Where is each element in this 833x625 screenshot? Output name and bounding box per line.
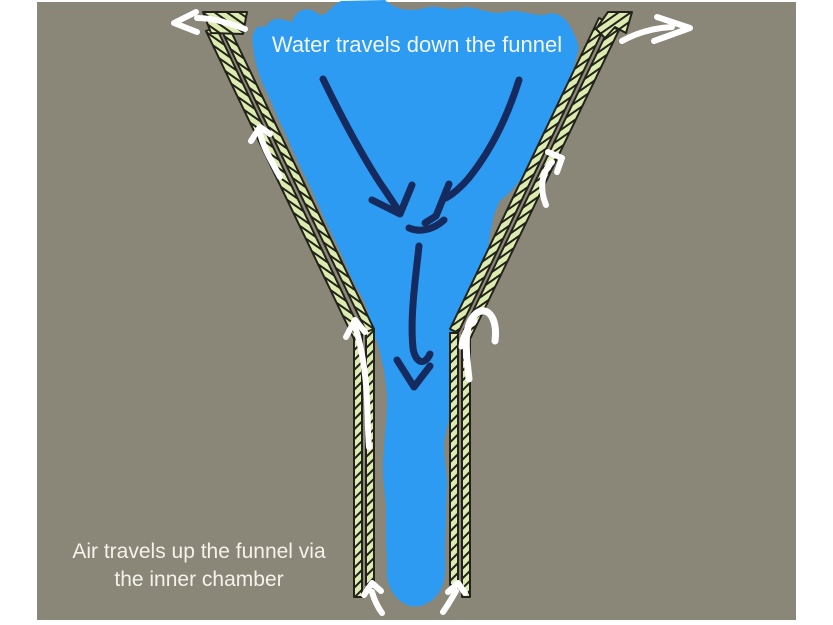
- air-arrow-bottom-right-tail: [440, 588, 459, 615]
- air-arrow-right-wall-head: [545, 149, 565, 175]
- air-arrow-top-left-tail: [194, 15, 248, 32]
- air-flow-arrows: [171, 9, 693, 616]
- air-arrow-left-junction-tail: [352, 324, 372, 450]
- water-arrow-center-head: [393, 356, 434, 391]
- air-arrow-bottom-left-head: [361, 580, 384, 598]
- water-flow-arrows: [319, 75, 523, 391]
- air-arrow-left-wall-tail: [257, 130, 283, 180]
- water-arrow-center-stem: [408, 242, 434, 365]
- right-rim-hook: [595, 11, 633, 39]
- air-arrow-top-right-tail: [619, 24, 675, 44]
- air-arrow-right-junction-inner: [458, 318, 478, 350]
- right-stem-inner-wall: [449, 332, 459, 586]
- air-arrow-left-wall-head: [248, 124, 273, 144]
- left-stem-inner-wall: [365, 328, 375, 586]
- air-arrow-right-wall-tail: [539, 159, 555, 208]
- air-arrow-right-junction-hook: [462, 307, 500, 383]
- air-arrow-top-right-head: [651, 14, 693, 44]
- air-arrow-top-left-head: [171, 9, 200, 35]
- water-arrow-right-curve: [442, 76, 523, 202]
- water-arrow-left-curve: [319, 75, 402, 214]
- air-arrow-bottom-left-tail: [369, 589, 385, 616]
- left-stem-outer-wall: [353, 333, 363, 598]
- water-arrow-right-head: [421, 180, 453, 227]
- air-arrow-left-junction-head: [343, 317, 368, 340]
- air-arrow-bottom-right-head: [445, 580, 468, 596]
- water-arrow-right-curl: [405, 216, 448, 234]
- water-arrow-left-head: [368, 181, 416, 218]
